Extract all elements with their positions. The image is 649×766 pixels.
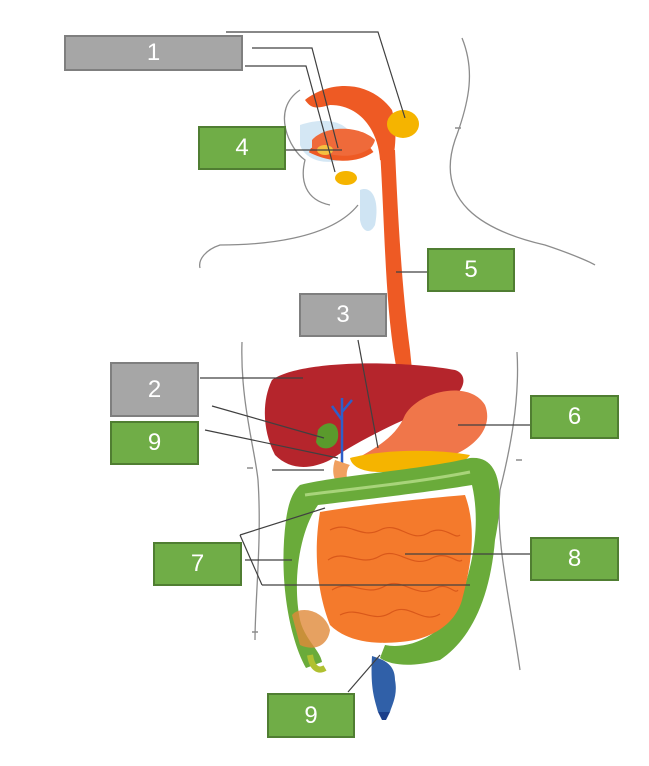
body-ticks [247,127,522,633]
appendix [307,654,327,673]
label-number: 9 [147,429,162,456]
rectum [371,656,396,712]
liver [264,363,464,467]
label-number: 4 [235,134,249,161]
label-box-2[interactable]: 2 [110,362,199,417]
label-box-4[interactable]: 4 [198,126,286,170]
label-box-9b[interactable]: 9 [267,693,355,738]
label-box-7[interactable]: 7 [153,542,242,586]
label-box-5[interactable]: 5 [427,248,515,292]
label-number: 7 [190,550,205,577]
parotid-gland [387,110,419,138]
anus [378,712,390,720]
body-outline [199,37,596,671]
small-intestine-folds [327,526,463,618]
label-box-9a[interactable]: 9 [110,421,199,465]
label-box-6[interactable]: 6 [530,395,619,439]
label-box-1[interactable]: 1 [64,35,243,71]
gallbladder [316,423,339,449]
pharynx [305,86,396,165]
cecum [292,610,330,648]
mouth-floor [308,147,374,161]
label-number: 6 [567,403,582,430]
submandibular-gland [335,171,357,185]
label-number: 1 [146,39,161,66]
label-number: 2 [147,375,162,403]
esophagus [380,150,422,420]
bile-duct [330,398,353,470]
label-box-3[interactable]: 3 [299,293,387,337]
label-number: 9 [304,701,318,729]
small-intestine [316,495,472,643]
colon-highlight [304,470,471,497]
large-intestine [283,457,500,668]
label-box-8[interactable]: 8 [530,537,619,581]
larynx [360,189,377,232]
label-number: 3 [336,301,350,328]
label-number: 8 [567,545,582,572]
leader-lines [200,31,532,693]
stomach [355,390,488,467]
label-number: 5 [464,256,478,283]
